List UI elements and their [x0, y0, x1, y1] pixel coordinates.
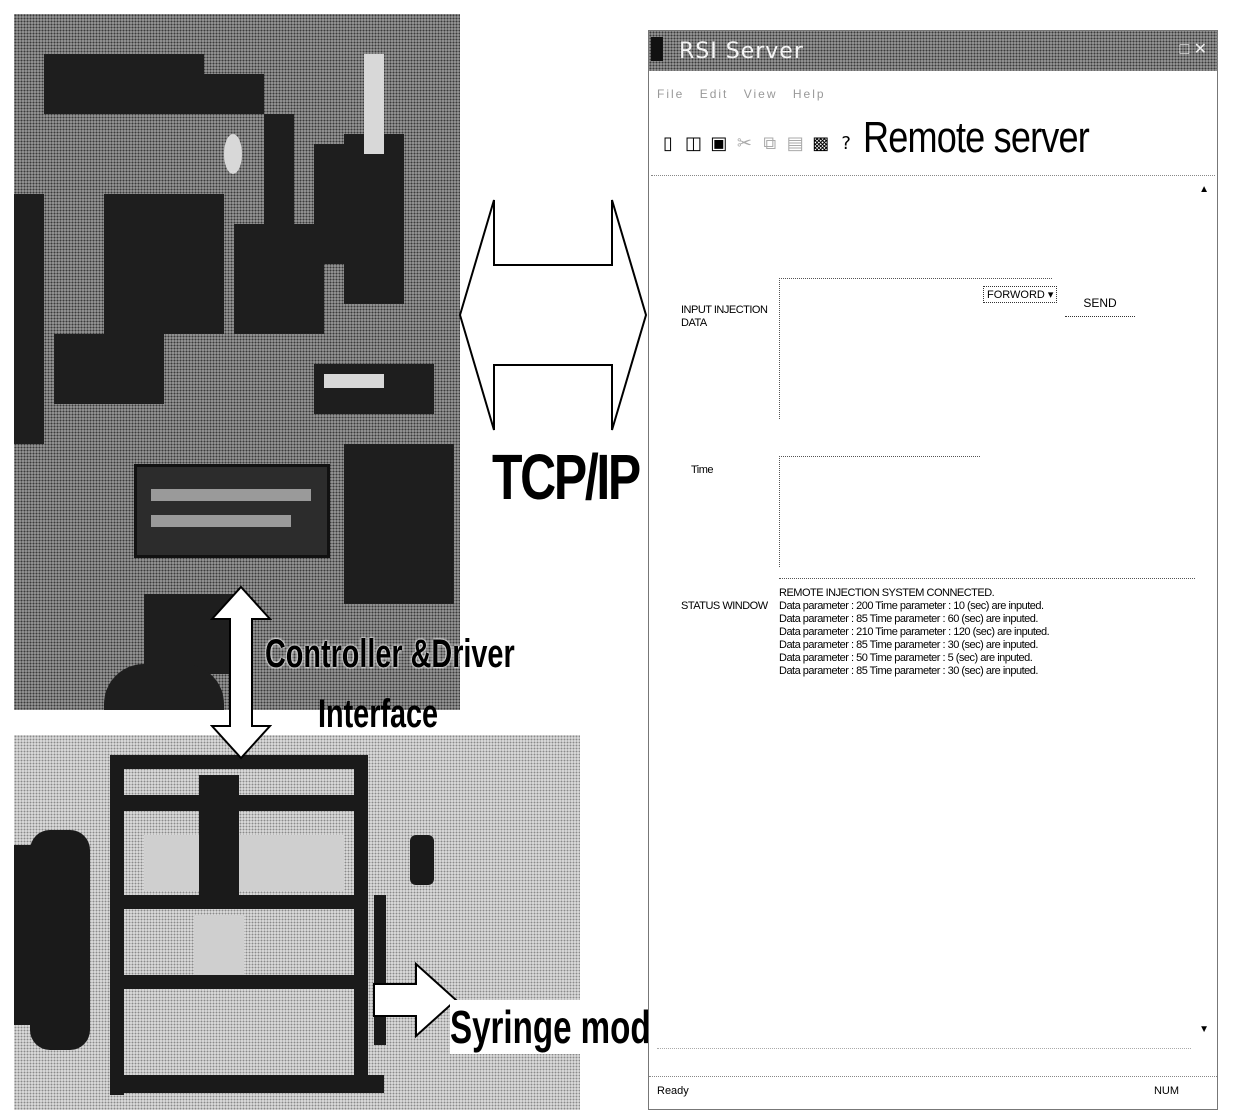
- print-icon[interactable]: ▩: [812, 131, 830, 157]
- menu-edit[interactable]: Edit: [700, 87, 729, 101]
- status-line: Data parameter : 85 Time parameter : 30 …: [779, 639, 1049, 652]
- chevron-down-icon: ▾: [1048, 289, 1054, 301]
- menu-help[interactable]: Help: [793, 87, 826, 101]
- help-icon[interactable]: ?: [837, 131, 855, 157]
- menu-view[interactable]: View: [744, 87, 778, 101]
- app-icon: [651, 37, 663, 61]
- menu-file[interactable]: File: [657, 87, 684, 101]
- time-label: Time: [691, 464, 713, 477]
- window-titlebar[interactable]: RSI Server □ ✕: [649, 31, 1217, 71]
- status-line: REMOTE INJECTION SYSTEM CONNECTED.: [779, 587, 1049, 600]
- controller-driver-label: Controller &Driver: [265, 632, 515, 677]
- send-button[interactable]: SEND: [1065, 290, 1135, 317]
- scroll-down-icon[interactable]: ▼: [1199, 1024, 1209, 1035]
- interface-label: Interface: [318, 692, 438, 737]
- copy-icon[interactable]: ⧉: [761, 131, 779, 157]
- open-icon[interactable]: ◫: [684, 131, 702, 157]
- scroll-up-icon[interactable]: ▲: [1199, 184, 1209, 195]
- paste-icon[interactable]: ▤: [786, 131, 804, 157]
- status-line: Data parameter : 50 Time parameter : 5 (…: [779, 652, 1049, 665]
- controller-interface-arrow: [210, 585, 272, 760]
- window-title: RSI Server: [679, 39, 804, 64]
- status-window-label: STATUS WINDOW: [681, 600, 768, 613]
- statusbar-num: NUM: [1154, 1085, 1179, 1097]
- window-statusbar: Ready NUM: [649, 1076, 1217, 1109]
- status-line: Data parameter : 85 Time parameter : 60 …: [779, 613, 1049, 626]
- status-line: Data parameter : 210 Time parameter : 12…: [779, 626, 1049, 639]
- window-controls[interactable]: □ ✕: [1179, 39, 1207, 59]
- statusbar-ready: Ready: [657, 1085, 689, 1097]
- toolbar: ▯ ◫ ▣ ✂ ⧉ ▤ ▩ ?: [659, 131, 858, 167]
- input-injection-data-label: INPUT INJECTION DATA: [681, 304, 781, 330]
- remote-server-window: RSI Server □ ✕ File Edit View Help ▯ ◫ ▣…: [648, 30, 1218, 1110]
- remote-server-label: Remote server: [863, 113, 1089, 163]
- menu-bar: File Edit View Help: [657, 87, 836, 101]
- save-icon[interactable]: ▣: [710, 131, 728, 157]
- tcpip-double-arrow: [458, 190, 648, 440]
- tcpip-label: TCP/IP: [492, 440, 639, 514]
- lcd-display: [134, 464, 330, 558]
- new-icon[interactable]: ▯: [659, 131, 677, 157]
- direction-select[interactable]: FORWORD ▾: [983, 286, 1057, 303]
- time-input[interactable]: [779, 456, 980, 567]
- status-line: Data parameter : 85 Time parameter : 30 …: [779, 665, 1049, 678]
- status-window: REMOTE INJECTION SYSTEM CONNECTED. Data …: [779, 578, 1195, 759]
- cut-icon[interactable]: ✂: [735, 131, 753, 157]
- direction-select-value: FORWORD: [987, 289, 1045, 301]
- horizontal-scrollbar[interactable]: [657, 1048, 1191, 1059]
- status-line: Data parameter : 200 Time parameter : 10…: [779, 600, 1049, 613]
- client-area: INPUT INJECTION DATA FORWORD ▾ SEND Time…: [651, 175, 1215, 1075]
- syringe-module-arrow: [372, 960, 458, 1040]
